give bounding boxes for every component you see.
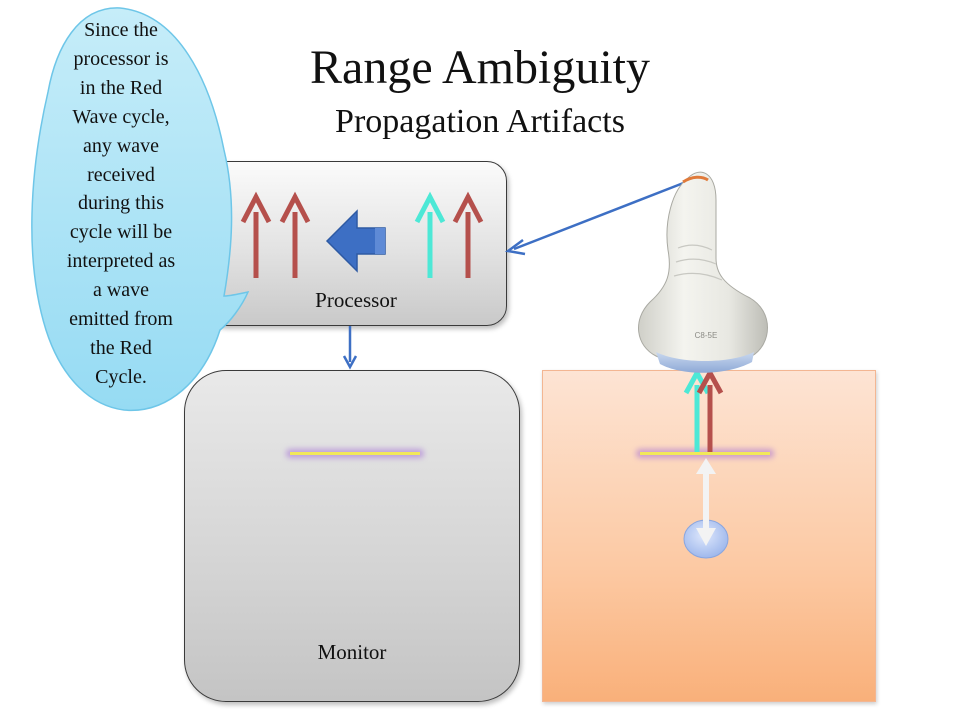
- left-block-arrow-icon: [325, 209, 386, 273]
- processor-label: Processor: [315, 288, 397, 312]
- probe-signal-arrow: [504, 180, 687, 256]
- white-double-arrow-icon: [696, 458, 716, 546]
- monitor-reflector-line: [286, 449, 424, 458]
- tissue-reflector-line: [636, 449, 774, 458]
- red-up-arrow-icon: [279, 191, 311, 278]
- red-up-arrow-icon: [696, 367, 724, 452]
- ultrasound-probe-icon: C8-5E: [638, 171, 768, 373]
- red-up-arrow-icon: [452, 191, 484, 278]
- page-subtitle: Propagation Artifacts: [335, 103, 625, 140]
- monitor-label: Monitor: [317, 640, 387, 664]
- monitor-box: Monitor: [184, 370, 520, 702]
- page-title: Range Ambiguity: [310, 41, 650, 94]
- probe-model-marking: C8-5E: [695, 331, 718, 340]
- cyan-up-arrow-icon: [414, 191, 446, 278]
- red-up-arrow-icon: [240, 191, 272, 278]
- down-arrow-icon: [342, 326, 358, 370]
